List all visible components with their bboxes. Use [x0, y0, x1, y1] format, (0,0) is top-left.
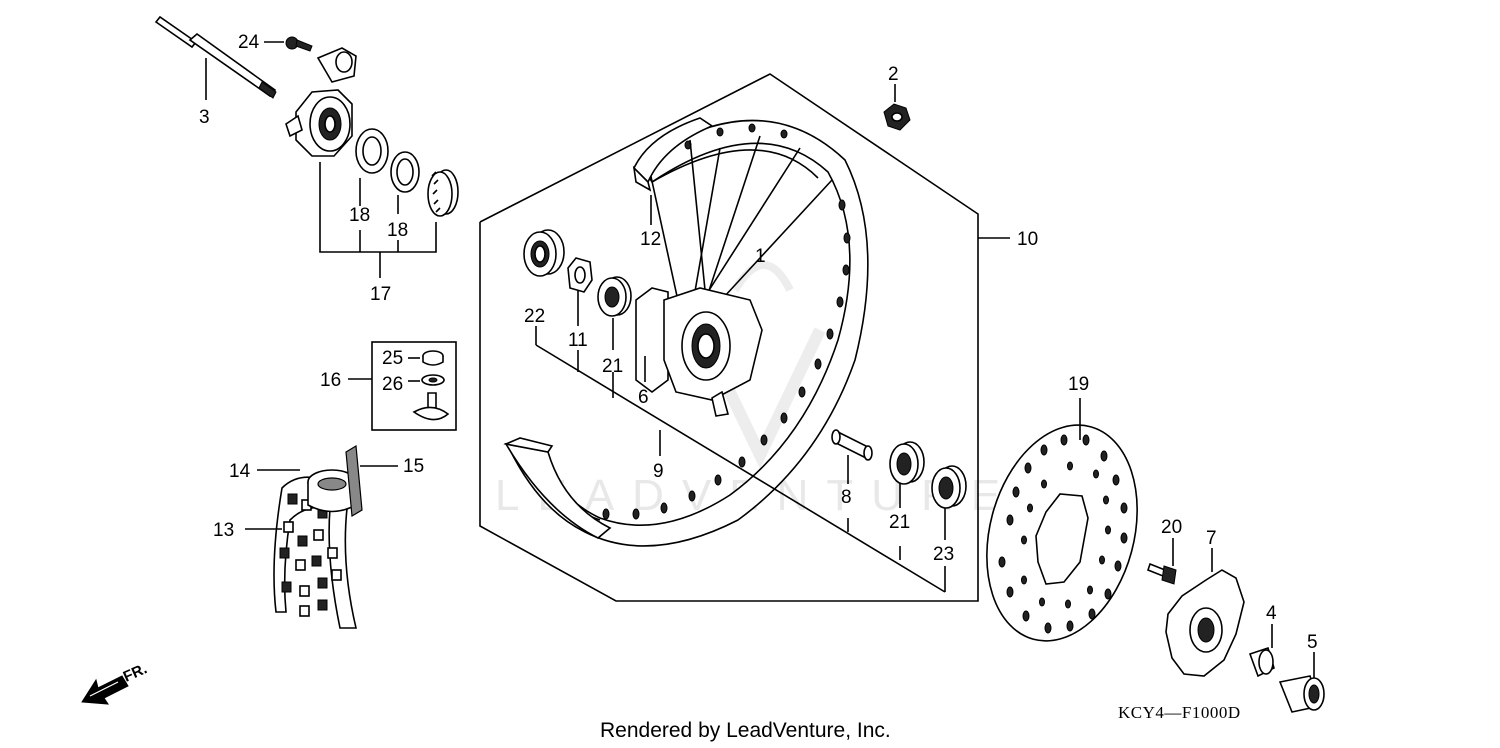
callout-15: 15	[403, 456, 424, 477]
callout-4: 4	[1266, 603, 1277, 624]
callout-25: 25	[382, 348, 403, 369]
callout-18-second: 18	[387, 220, 408, 241]
speedometer-drive-gear-part[interactable]	[427, 169, 459, 217]
front-direction-arrow-icon	[81, 675, 129, 705]
axle-nut-part[interactable]	[883, 103, 911, 131]
callout-23: 23	[933, 544, 954, 565]
callout-9: 9	[653, 461, 664, 482]
bolt-part[interactable]	[264, 36, 313, 52]
diagram-code: KCY4—F1000D	[1118, 703, 1241, 722]
callout-21-lower: 21	[889, 512, 910, 533]
radial-bearing-lower-part[interactable]	[889, 441, 925, 485]
callout-2: 2	[888, 64, 899, 85]
callout-16: 16	[320, 370, 341, 391]
axle-distance-collar-part[interactable]	[1278, 675, 1325, 713]
callout-26: 26	[382, 374, 403, 395]
callout-14: 14	[229, 461, 251, 482]
render-credit: Rendered by LeadVenture, Inc.	[600, 719, 891, 742]
valve-washer-part[interactable]	[421, 374, 445, 386]
front-hub-part[interactable]	[635, 287, 763, 417]
tire-part[interactable]	[273, 476, 358, 629]
callout-24: 24	[238, 32, 260, 53]
callout-6: 6	[638, 387, 649, 408]
callout-11: 11	[568, 330, 588, 351]
radial-bearing-part[interactable]	[597, 276, 632, 317]
bearing-retainer-part[interactable]	[567, 257, 593, 293]
disc-bolt-part[interactable]	[1147, 562, 1177, 585]
side-collar-part[interactable]	[1248, 646, 1275, 678]
brake-disc-part[interactable]	[964, 408, 1160, 658]
speedometer-gearbox-part[interactable]	[285, 47, 357, 157]
callout-1: 1	[755, 246, 766, 267]
callout-20: 20	[1161, 517, 1182, 538]
wheel-assembly-frame	[479, 73, 979, 602]
callout-17: 17	[370, 284, 391, 305]
callout-10: 10	[1017, 229, 1038, 250]
callout-12: 12	[640, 229, 661, 250]
callout-13: 13	[213, 520, 234, 541]
rim-band-segment-part[interactable]	[632, 117, 714, 192]
callout-7: 7	[1206, 528, 1217, 549]
front-axle-part[interactable]	[154, 15, 277, 99]
washer-part[interactable]	[390, 151, 420, 193]
callout-19: 19	[1068, 374, 1089, 395]
dust-seal-part[interactable]	[355, 128, 389, 174]
rim-band-lower-part[interactable]	[503, 437, 612, 539]
bearing-seal-part[interactable]	[931, 465, 967, 509]
callout-8: 8	[841, 487, 852, 508]
front-direction-label: FR.	[121, 660, 150, 685]
callout-22: 22	[524, 306, 545, 327]
valve-kit-box	[371, 341, 457, 431]
callout-18-first: 18	[349, 205, 370, 226]
tire-valve-part[interactable]	[412, 392, 450, 421]
callout-3: 3	[199, 107, 210, 128]
bearing-part[interactable]	[523, 229, 565, 277]
valve-nut-part[interactable]	[422, 350, 444, 366]
hub-side-cover-part[interactable]	[1165, 569, 1245, 677]
rim-band-part[interactable]	[345, 444, 363, 518]
distance-collar-part[interactable]	[831, 429, 873, 461]
callout-5: 5	[1307, 632, 1318, 653]
callout-21-upper: 21	[602, 356, 623, 377]
